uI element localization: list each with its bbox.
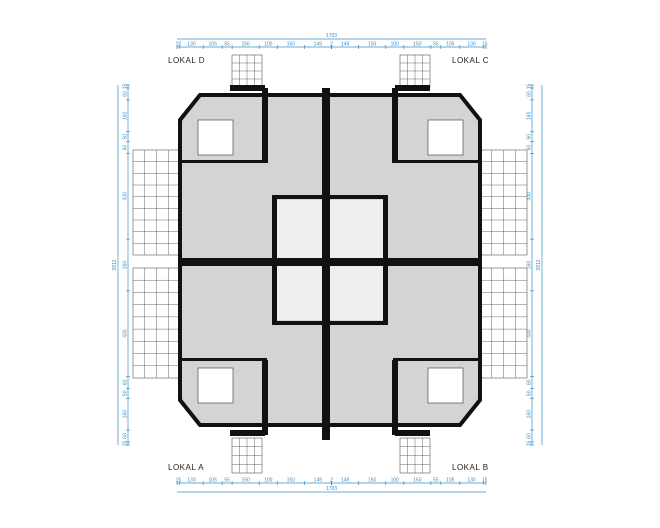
dimension-value: 15 [123, 441, 129, 447]
dimension-value: 60 [123, 145, 129, 151]
dimension-value: 160 [123, 410, 129, 419]
dimension-value: 149 [341, 42, 350, 48]
dimension-value: 55 [433, 478, 439, 484]
dimension-value: 50 [527, 390, 533, 396]
dimension-value: 15 [527, 83, 533, 89]
dimension-value: 150 [413, 478, 422, 484]
terrace-right-bottom [479, 267, 528, 379]
terrace-left [132, 149, 181, 379]
dimension-value: 160 [123, 111, 129, 120]
dimension-value: 15 [482, 42, 488, 48]
dimension-value: 430 [527, 329, 533, 338]
dimension-value: 15 [482, 478, 488, 484]
dimension-height-total-right: 2812 [536, 259, 542, 270]
dimension-value: 60 [527, 91, 533, 97]
dimension-value: 160 [527, 111, 533, 120]
dimension-value: 430 [527, 192, 533, 201]
dimension-value: 130 [467, 42, 476, 48]
bathroom-b [427, 367, 464, 404]
bathroom-a [197, 367, 234, 404]
entrance-stairs-b [399, 437, 431, 474]
dimension-value: 430 [123, 329, 129, 338]
dimension-value: 50 [527, 134, 533, 140]
dimension-value: 150 [241, 42, 250, 48]
dimension-value: 2 [330, 42, 333, 48]
dimension-value: 50 [123, 134, 129, 140]
dimension-height-total-left: 2812 [112, 259, 118, 270]
dimension-value: 100 [391, 478, 400, 484]
dimension-value: 105 [446, 42, 455, 48]
dimension-value: 50 [123, 390, 129, 396]
dimension-value: 15 [527, 441, 533, 447]
label-lokal-b: LOKAL B [452, 463, 489, 472]
bathroom-d [197, 119, 234, 156]
entrance-stairs-a [231, 437, 263, 474]
dimension-value: 150 [241, 478, 250, 484]
dimension-value: 60 [527, 433, 533, 439]
dimension-value: 100 [264, 42, 273, 48]
dimension-value: 15 [176, 42, 182, 48]
terrace-left-top [132, 149, 181, 256]
dimension-value: 15 [176, 478, 182, 484]
dimension-width-total-top: 1703 [326, 33, 337, 39]
dimension-value: 130 [187, 42, 196, 48]
dimension-value: 55 [433, 42, 439, 48]
terrace-right [479, 149, 528, 379]
dimension-value: 150 [413, 42, 422, 48]
dimension-width-total-bottom: 1703 [326, 486, 337, 492]
dimension-value: 150 [368, 478, 377, 484]
stairs-entrances [231, 54, 431, 474]
dimension-value: 60 [527, 379, 533, 385]
dimension-value: 130 [187, 478, 196, 484]
bathroom-c [427, 119, 464, 156]
dimension-value: 260 [123, 261, 129, 270]
entrance-stairs-d [231, 54, 263, 88]
dimension-value: 100 [391, 42, 400, 48]
dimension-value: 149 [314, 42, 323, 48]
label-lokal-d: LOKAL D [168, 56, 205, 65]
dimension-value: 105 [209, 478, 218, 484]
terrace-left-bottom [132, 267, 181, 379]
terrace-right-top [479, 149, 528, 256]
dimension-value: 60 [527, 145, 533, 151]
dimension-value: 100 [264, 478, 273, 484]
dimension-value: 60 [123, 91, 129, 97]
dimension-lines: 1703 15 130 105 55 150 100 150 149 2 149 150 100 150 5… [112, 33, 543, 493]
dimension-value: 105 [209, 42, 218, 48]
dimension-value: 260 [527, 261, 533, 270]
dimension-value: 55 [224, 42, 230, 48]
dimension-value: 2 [330, 478, 333, 484]
dimension-value: 60 [123, 379, 129, 385]
dimension-value: 105 [446, 478, 455, 484]
label-lokal-a: LOKAL A [168, 463, 204, 472]
dimension-value: 160 [527, 410, 533, 419]
dimension-value: 149 [341, 478, 350, 484]
building [178, 85, 482, 440]
entrance-stairs-c [399, 54, 431, 88]
dimension-value: 150 [287, 42, 296, 48]
dimension-value: 150 [287, 478, 296, 484]
dimension-value: 150 [368, 42, 377, 48]
dimension-value: 149 [314, 478, 323, 484]
dimension-value: 55 [224, 478, 230, 484]
label-lokal-c: LOKAL C [452, 56, 489, 65]
dimension-value: 430 [123, 192, 129, 201]
dimension-value: 130 [467, 478, 476, 484]
dimension-value: 15 [123, 83, 129, 89]
dimension-value: 60 [123, 433, 129, 439]
